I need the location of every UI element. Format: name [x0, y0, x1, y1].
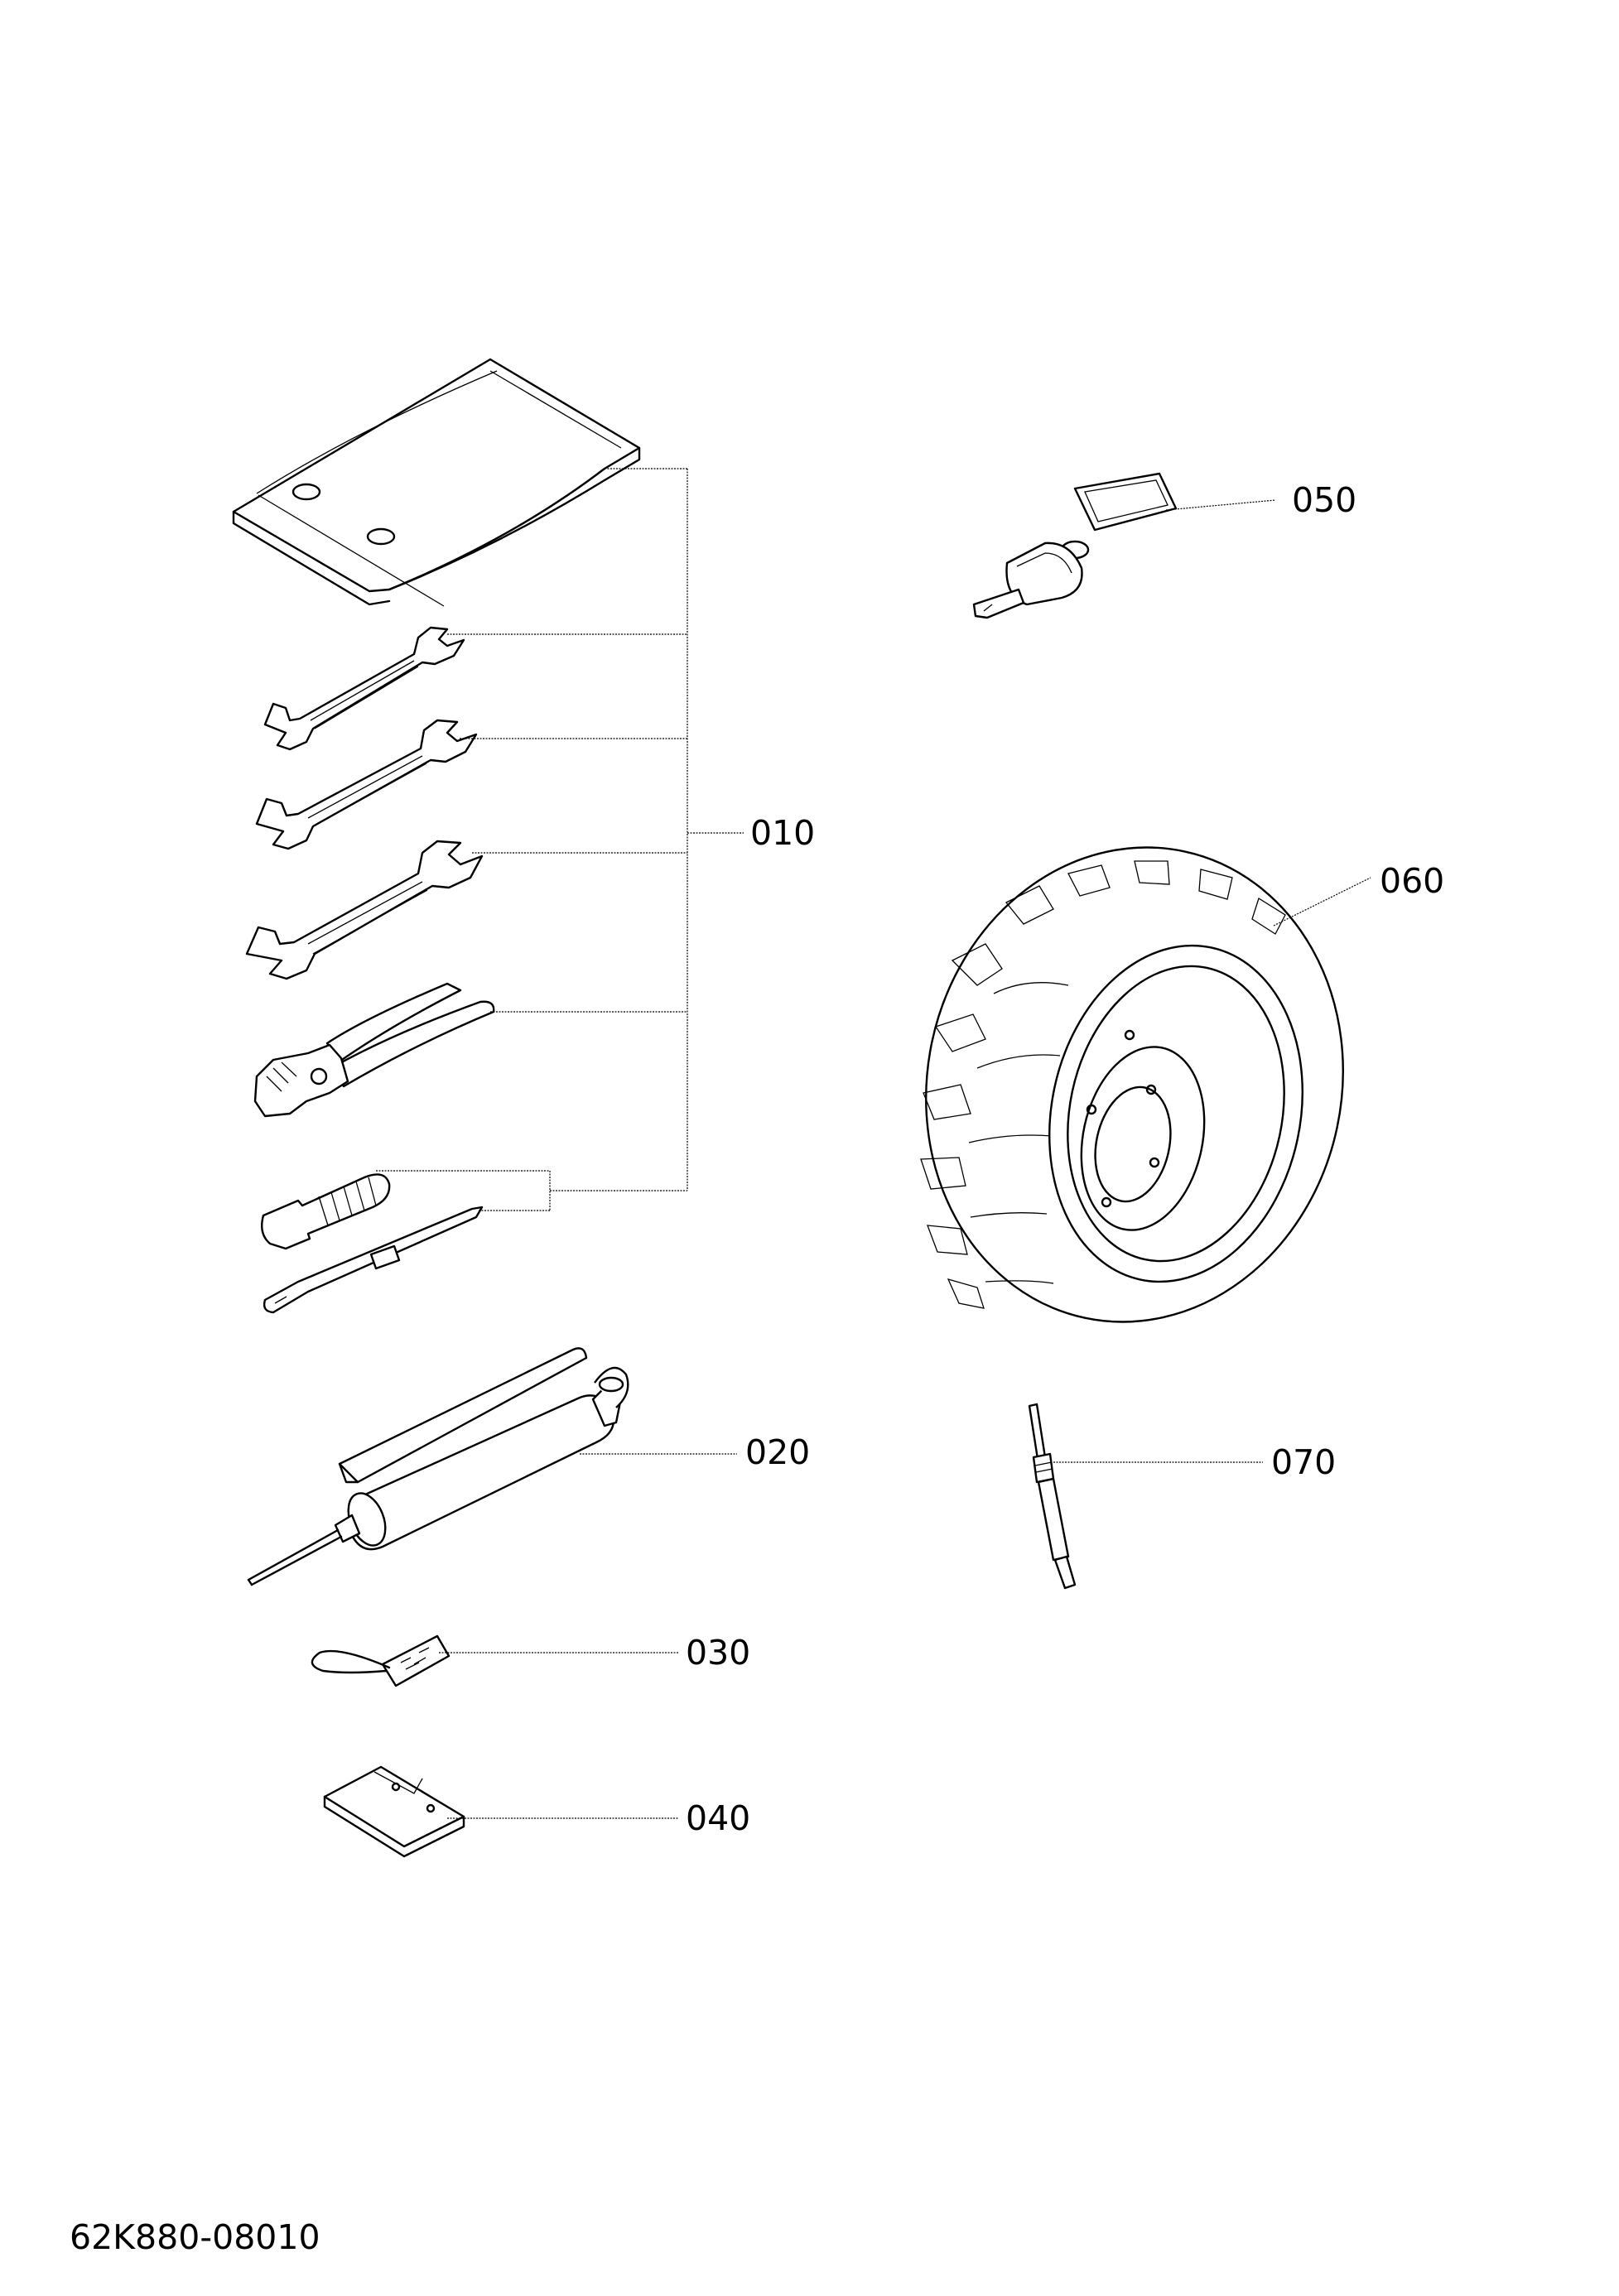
key: [972, 472, 1178, 619]
tool-bag: [232, 358, 641, 607]
tag: [311, 1634, 451, 1687]
callout-040: 040: [686, 1798, 750, 1838]
callout-050: 050: [1292, 480, 1356, 520]
screwdriver-blade: [263, 1206, 484, 1314]
spanner-2: [255, 719, 478, 850]
screwdriver-handle: [261, 1173, 391, 1250]
spanner-3: [245, 840, 484, 980]
callout-010: 010: [750, 813, 815, 853]
glow-plug: [1028, 1403, 1077, 1590]
callout-030: 030: [686, 1633, 750, 1673]
wheel-tire: [920, 846, 1344, 1323]
booklet: [323, 1765, 465, 1858]
callout-070: 070: [1271, 1442, 1336, 1482]
callout-060: 060: [1380, 861, 1444, 901]
leader-lines: [376, 468, 1371, 1819]
spanner-1: [263, 626, 465, 751]
callout-020: 020: [745, 1432, 810, 1472]
grease-gun: [247, 1347, 629, 1586]
diagram-code: 62K880-08010: [70, 2217, 320, 2257]
pliers: [253, 982, 495, 1118]
